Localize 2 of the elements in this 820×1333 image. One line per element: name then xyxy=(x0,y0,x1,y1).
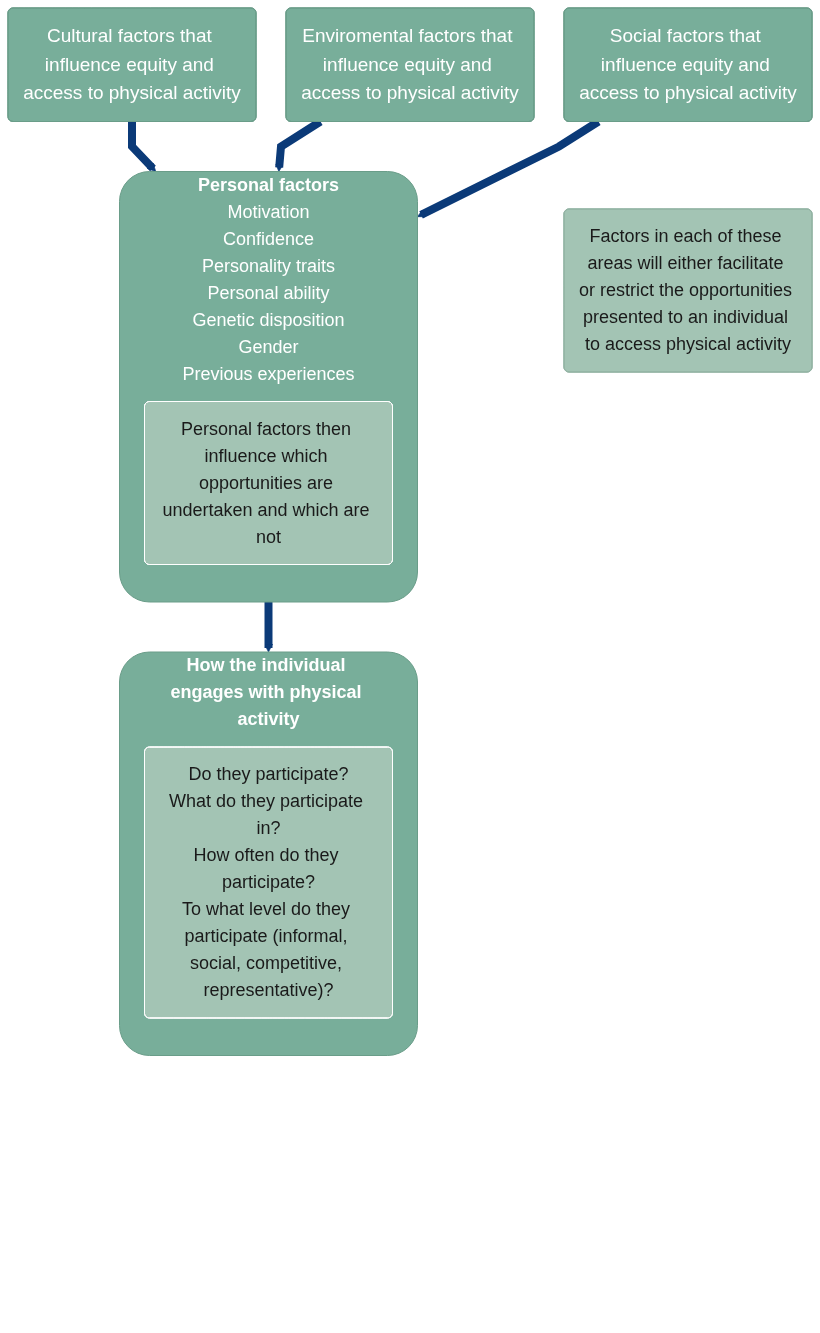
arrow xyxy=(264,602,273,653)
arrow xyxy=(128,121,157,172)
